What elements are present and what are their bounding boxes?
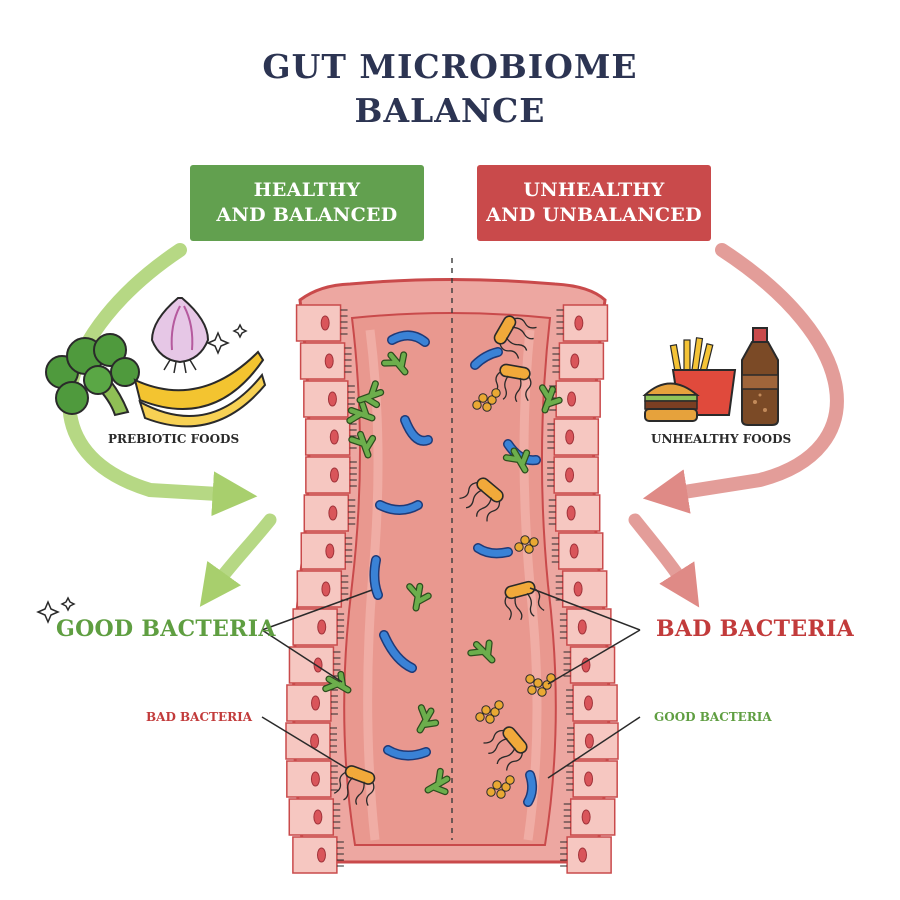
healthy-badge-line-1: HEALTHY xyxy=(253,179,361,201)
good-bacterium-branched xyxy=(538,384,563,414)
unhealthy-badge: UNHEALTHY AND UNBALANCED xyxy=(477,165,711,241)
good-bacterium-rod xyxy=(470,347,503,370)
good-bacterium-rod xyxy=(369,555,383,600)
epithelial-cell xyxy=(296,570,349,608)
epithelial-cell xyxy=(566,760,618,798)
bad-bacterium-flagellated xyxy=(493,315,537,359)
good-bacterium-branched xyxy=(348,430,377,459)
epithelial-cells-right xyxy=(547,304,619,874)
epithelial-cell xyxy=(547,456,599,494)
sparkle-icon xyxy=(206,323,248,355)
good-bacteria-sparkle-icon xyxy=(36,596,76,624)
onion-icon xyxy=(150,297,210,374)
good-bacterium-branched xyxy=(467,639,496,664)
good-bacterium-rod xyxy=(387,330,430,347)
good-bacterium-branched xyxy=(322,670,352,694)
epithelial-cell xyxy=(555,570,608,608)
prebiotic-foods-group xyxy=(45,297,267,428)
epithelial-cell xyxy=(563,798,616,836)
good-bacterium-rod xyxy=(523,770,538,807)
epithelial-cell xyxy=(288,798,341,836)
bad-bacteria-minor-label: BAD BACTERIA xyxy=(146,710,253,724)
bad-bacterium-cocci xyxy=(486,775,515,799)
good-bacterium-branched xyxy=(502,447,531,474)
good-bacteria-label: GOOD BACTERIA xyxy=(56,616,276,642)
good-bacteria-minor-label: GOOD BACTERIA xyxy=(654,710,772,724)
epithelial-cell xyxy=(305,456,357,494)
epithelial-cell xyxy=(292,836,344,874)
epithelial-cell xyxy=(563,646,616,684)
banana-icon xyxy=(133,350,267,428)
good-bacterium-rod xyxy=(383,745,431,761)
epithelial-cell xyxy=(295,304,348,342)
epithelial-cell xyxy=(566,684,618,722)
unhealthy-badge-line-1: UNHEALTHY xyxy=(523,179,665,201)
epithelial-cell xyxy=(552,342,605,380)
epithelial-cell xyxy=(300,532,353,570)
bad-bacteria-label: BAD BACTERIA xyxy=(656,616,854,642)
prebiotic-foods-label: PREBIOTIC FOODS xyxy=(108,432,240,446)
epithelial-cell xyxy=(566,722,619,760)
epithelial-cell xyxy=(303,494,356,532)
epithelial-cell xyxy=(549,380,601,418)
bad-bacterium-flagellated xyxy=(483,726,528,771)
page-title: GUT MICROBIOME BALANCE xyxy=(0,45,900,133)
good-bacterium-branched xyxy=(406,582,432,612)
good-bacterium-rod xyxy=(473,543,513,559)
title-line-2: BALANCE xyxy=(354,91,546,130)
unhealthy-foods-group xyxy=(642,327,779,426)
epithelial-cell xyxy=(547,418,600,456)
burger-icon xyxy=(642,382,700,422)
bacteria-layer xyxy=(322,315,563,807)
bad-bacterium-cocci xyxy=(514,535,539,554)
intestine xyxy=(285,258,619,874)
bad-bacterium-flagellated xyxy=(459,477,504,522)
unhealthy-foods-label: UNHEALTHY FOODS xyxy=(651,432,792,446)
good-bacterium-branched xyxy=(380,351,409,376)
bad-bacterium-flagellated xyxy=(504,580,545,621)
unhealthy-food-arrow xyxy=(642,243,844,514)
epithelial-cell xyxy=(548,494,601,532)
healthy-badge: HEALTHY AND BALANCED xyxy=(190,165,424,241)
intestine-lumen xyxy=(343,312,557,846)
broccoli-icon xyxy=(45,333,140,417)
title-line-1: GUT MICROBIOME xyxy=(262,47,638,86)
bad-bacterium-flagellated xyxy=(333,765,376,806)
healthy-badge-line-2: AND BALANCED xyxy=(216,204,398,226)
epithelial-cell xyxy=(299,342,352,380)
epithelial-cell xyxy=(292,608,345,646)
epithelial-cell xyxy=(559,608,612,646)
epithelial-cell xyxy=(551,532,604,570)
bad-bacterium-cocci xyxy=(475,700,504,724)
bad-bacteria-arrow xyxy=(628,513,700,608)
epithelial-cell xyxy=(304,418,357,456)
epithelial-cell xyxy=(303,380,355,418)
bad-bacterium-cocci xyxy=(472,388,501,412)
epithelial-cell xyxy=(556,304,609,342)
good-bacterium-rod xyxy=(375,500,423,515)
good-bacterium-branched xyxy=(356,380,385,409)
good-bacterium-branched xyxy=(424,767,451,796)
good-bacterium-branched xyxy=(346,400,376,425)
soda-bottle-icon xyxy=(741,327,779,426)
bad-bacterium-flagellated xyxy=(492,363,532,403)
epithelial-cell xyxy=(286,760,338,798)
epithelial-cell xyxy=(285,722,338,760)
good-bacterium-rod xyxy=(400,415,433,446)
good-bacterium-rod xyxy=(379,630,417,673)
callout-lines xyxy=(261,587,641,779)
good-bacteria-arrow xyxy=(199,513,277,607)
epithelial-cell xyxy=(560,836,612,874)
good-bacterium-branched xyxy=(416,704,440,734)
unhealthy-badge-line-2: AND UNBALANCED xyxy=(486,204,702,226)
